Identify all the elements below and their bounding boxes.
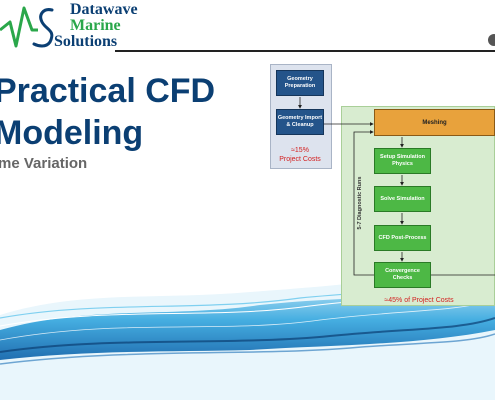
pre-cost-percent: ≈15% (291, 147, 309, 154)
corner-ornament (488, 34, 495, 46)
slide-title: Practical CFD Modeling (0, 70, 215, 154)
step-geometry-preparation: Geometry Preparation (276, 70, 324, 96)
logo-icon (0, 6, 54, 48)
step-convergence: Convergence Checks (374, 262, 431, 288)
step-setup-physics: Setup Simulation Physics (374, 148, 431, 174)
company-line-1: Datawave (70, 1, 138, 18)
company-line-3: Solutions (54, 33, 118, 50)
pre-cost-note: ≈15% Project Costs (276, 146, 324, 164)
step-post-process: CFD Post-Process (374, 225, 431, 251)
step-meshing: Meshing (374, 109, 495, 136)
slide-subtitle: me Variation (0, 155, 88, 172)
step-geometry-import: Geometry Import & Cleanup (276, 109, 324, 135)
step-solve: Solve Simulation (374, 186, 431, 212)
company-line-2: Marine (70, 17, 121, 34)
header-rule (115, 50, 495, 52)
pre-cost-label: Project Costs (279, 156, 321, 163)
title-line-1: Practical CFD (0, 72, 216, 110)
title-line-2: Modeling (0, 114, 144, 152)
loop-cost-note: ≈45% of Project Costs (384, 297, 454, 304)
